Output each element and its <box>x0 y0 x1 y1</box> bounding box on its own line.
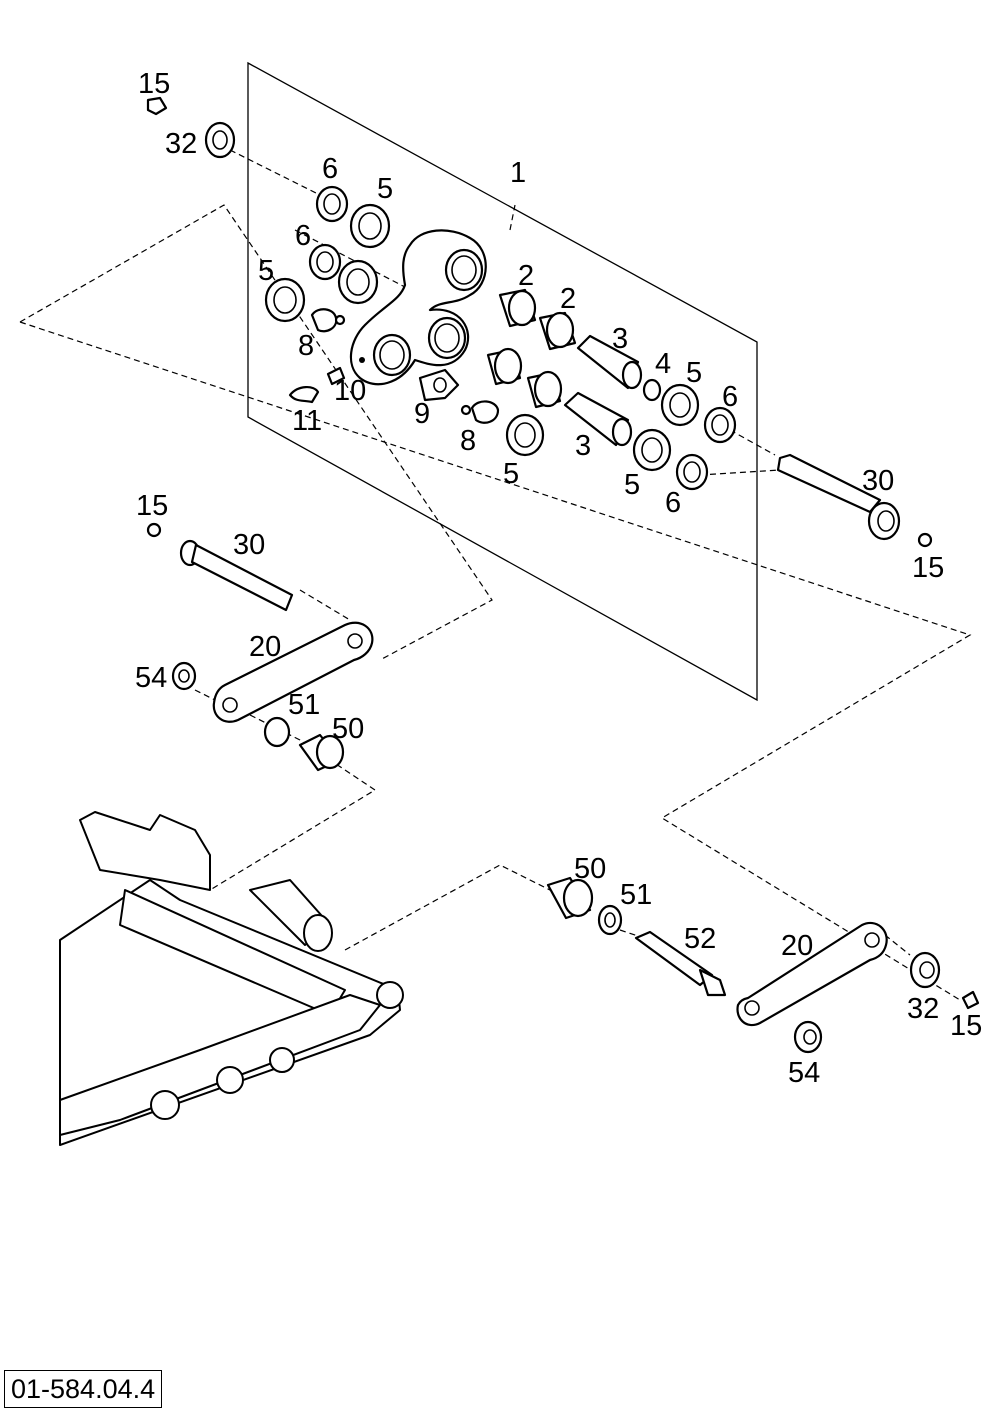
bushing-50-51-52-right <box>546 876 727 997</box>
callout-5: 5 <box>258 255 274 287</box>
callout-5: 5 <box>377 173 393 205</box>
document-number: 01-584.04.4 <box>4 1370 163 1408</box>
rocker-arm <box>349 229 487 386</box>
sleeves <box>563 334 643 447</box>
small-fittings <box>288 308 662 424</box>
callout-1: 1 <box>510 157 526 189</box>
callout-15: 15 <box>950 1010 982 1042</box>
callout-3: 3 <box>612 323 628 355</box>
callout-6: 6 <box>722 381 738 413</box>
callout-5: 5 <box>686 357 702 389</box>
bolt-30-right <box>776 453 933 548</box>
callout-8: 8 <box>298 330 314 362</box>
callout-54: 54 <box>135 662 167 694</box>
callout-5: 5 <box>624 469 640 501</box>
callout-50: 50 <box>574 853 606 885</box>
callout-54: 54 <box>788 1057 820 1089</box>
callout-20: 20 <box>249 631 281 663</box>
swingarm-frame <box>59 811 404 1146</box>
callout-30: 30 <box>233 529 265 561</box>
callout-3: 3 <box>575 430 591 462</box>
callout-6: 6 <box>295 220 311 252</box>
seal-rings <box>264 185 737 491</box>
callout-5: 5 <box>503 458 519 490</box>
callout-32: 32 <box>165 128 197 160</box>
callout-32: 32 <box>907 993 939 1025</box>
callout-6: 6 <box>665 487 681 519</box>
needle-bearings <box>486 288 577 409</box>
callout-11: 11 <box>292 405 322 437</box>
callout-30: 30 <box>862 465 894 497</box>
callout-4: 4 <box>655 348 671 380</box>
callout-15: 15 <box>136 490 168 522</box>
callout-2: 2 <box>560 283 576 315</box>
callout-52: 52 <box>684 923 716 955</box>
callout-10: 10 <box>334 375 366 407</box>
assembly-panel <box>247 61 758 702</box>
callout-51: 51 <box>620 879 652 911</box>
callout-2: 2 <box>518 260 534 292</box>
callout-50: 50 <box>332 713 364 745</box>
link-20-left <box>171 621 374 772</box>
callout-15: 15 <box>912 552 944 584</box>
callout-9: 9 <box>414 398 430 430</box>
callout-8: 8 <box>460 425 476 457</box>
callout-labels: 15 32 6 5 1 6 5 8 10 11 9 8 2 2 3 4 5 6 … <box>135 68 982 1089</box>
nut-cap-top-left <box>146 96 236 159</box>
callout-20: 20 <box>781 930 813 962</box>
bolt-30-left <box>146 522 294 612</box>
callout-15: 15 <box>138 68 170 100</box>
callout-51: 51 <box>288 689 320 721</box>
callout-6: 6 <box>322 153 338 185</box>
link-20-right <box>736 921 980 1054</box>
